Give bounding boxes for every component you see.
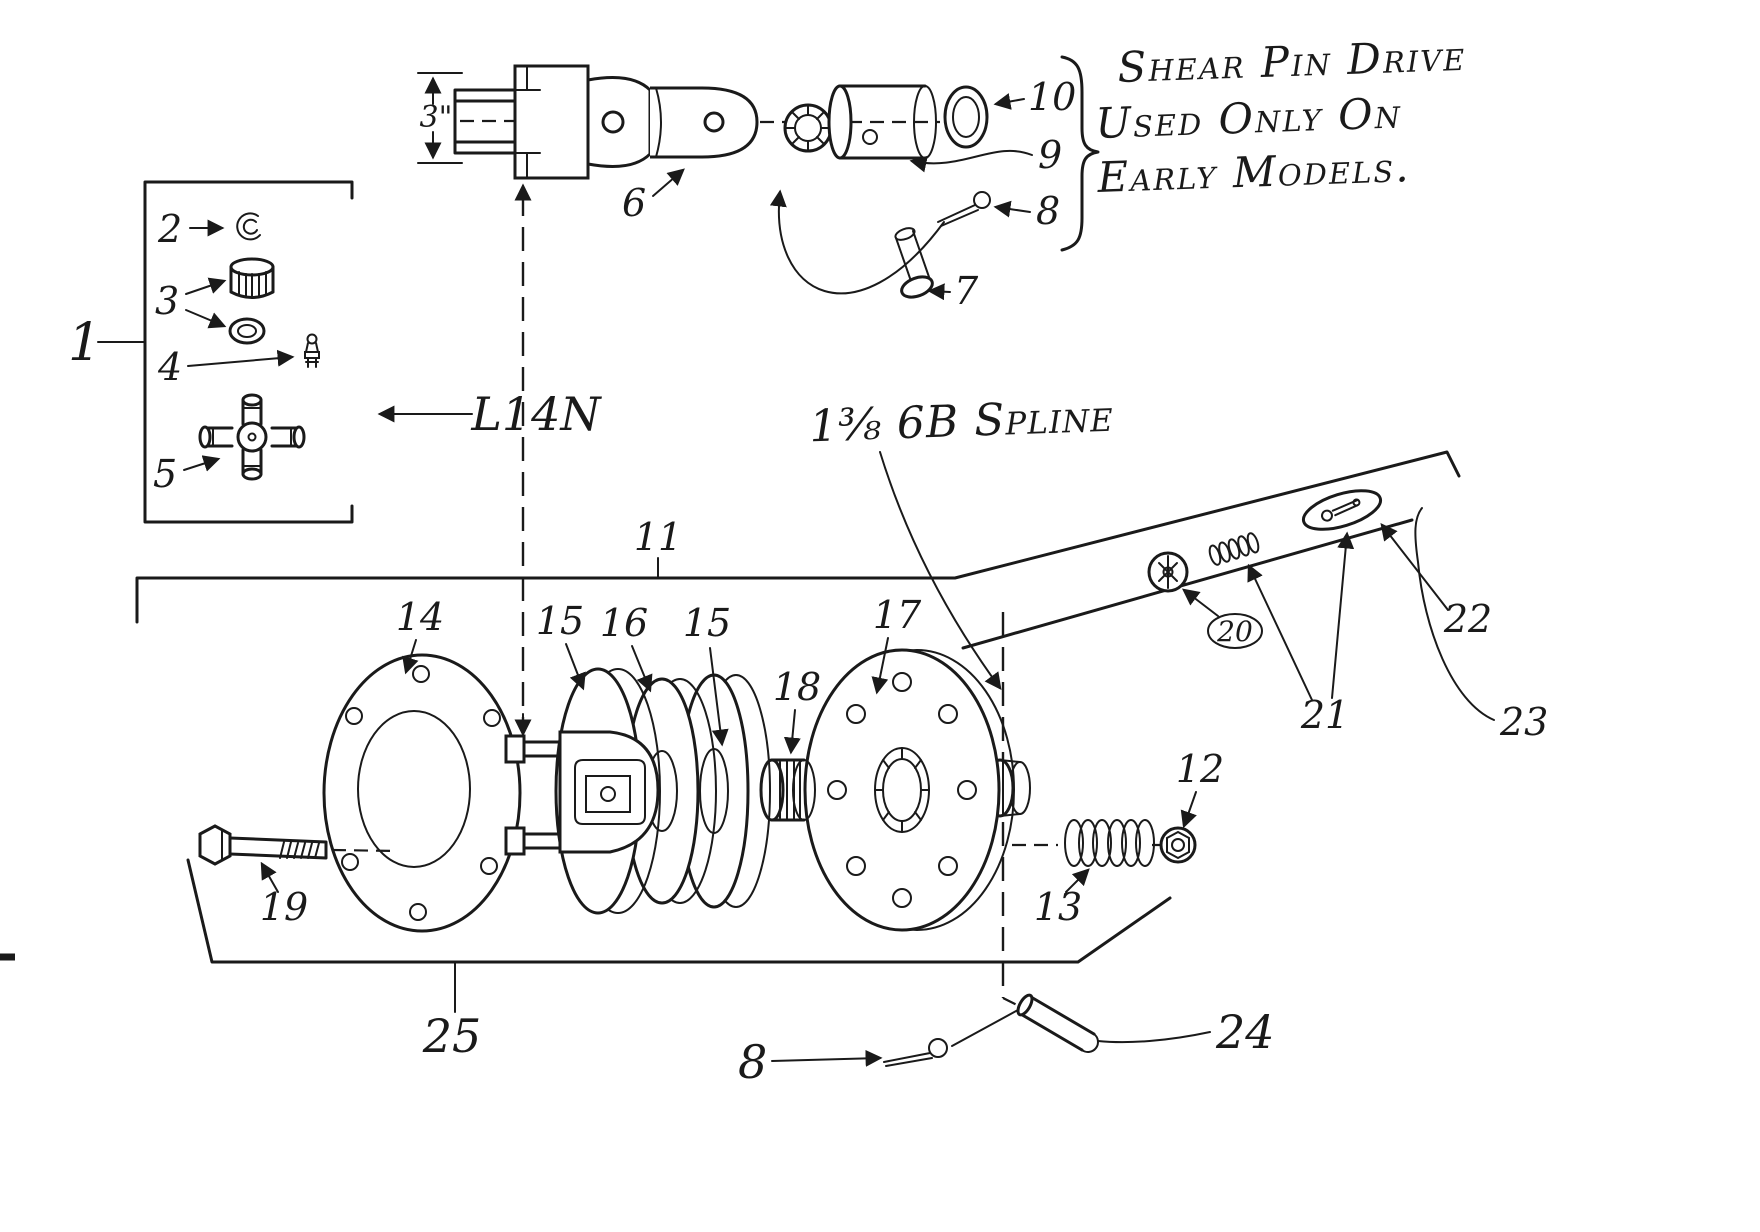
part-label-15-left: 15 <box>536 599 584 643</box>
seal-ring <box>228 317 266 345</box>
part-label-19: 19 <box>260 885 308 929</box>
roll-pin <box>951 993 1099 1053</box>
part-4-callout: 4 <box>157 345 295 389</box>
part-23-callout: 23 <box>1414 507 1548 744</box>
part-2-callout: 2 <box>157 207 225 251</box>
splined-bushing <box>759 758 816 822</box>
part-3-callout: 3 <box>155 277 227 329</box>
part-18-callout: 18 <box>773 665 821 755</box>
bearing-cap <box>229 257 275 299</box>
cross-journal <box>198 393 306 481</box>
part-label-9: 9 <box>1038 133 1062 177</box>
note-line-3: Early Models. <box>1096 142 1412 202</box>
part-label-10: 10 <box>1028 75 1076 119</box>
part-label-23: 23 <box>1499 700 1548 744</box>
model-code-label: L14N <box>470 387 602 441</box>
part-label-21: 21 <box>1300 693 1349 737</box>
part-label-11: 11 <box>634 515 682 559</box>
part-label-18: 18 <box>773 665 821 709</box>
shear-pin-group-brace <box>1060 55 1100 252</box>
part-label-17: 17 <box>873 593 922 637</box>
part-19-callout: 19 <box>260 861 308 929</box>
ujoint-kit-box: 1 <box>68 180 354 524</box>
shear-pin-note: Shear Pin Drive Used Only On Early Model… <box>1095 31 1467 202</box>
part-22-callout: 22 <box>1380 522 1492 641</box>
spline-bore-leader <box>769 189 945 295</box>
part-label-1: 1 <box>68 313 101 373</box>
part-label-13: 13 <box>1034 885 1082 929</box>
part-label-20: 20 <box>1216 615 1253 648</box>
lock-nut <box>1147 551 1189 593</box>
part-21-callout: 21 <box>1247 531 1355 737</box>
model-code-callout: L14N <box>377 183 602 737</box>
hex-bolt <box>198 824 399 866</box>
assembly-bracket: 11 <box>135 450 1461 998</box>
part-8-bottom-callout: 8 <box>738 1035 883 1089</box>
part-16-callout: 16 <box>600 601 653 693</box>
cotter-pin-bottom <box>883 1038 948 1067</box>
part-label-7: 7 <box>954 269 979 313</box>
shear-pin-coupler <box>827 84 937 160</box>
part-14-callout: 14 <box>396 595 444 675</box>
bottom-bracket: 25 <box>186 858 1172 1063</box>
part-15-right-callout: 15 <box>683 601 731 747</box>
part-label-4: 4 <box>157 345 182 389</box>
spline-spec-label: 1⅜ 6B Spline <box>808 391 1114 453</box>
small-spring <box>1208 532 1260 566</box>
clutch-spring <box>1012 819 1164 867</box>
clutch-yoke-hub <box>504 730 660 856</box>
part-17-callout: 17 <box>871 593 922 695</box>
part-label-14: 14 <box>396 595 444 639</box>
part-12-callout: 12 <box>1176 747 1224 829</box>
snap-ring <box>236 212 261 241</box>
part-8-top-callout: 8 <box>993 189 1060 233</box>
part-label-8-bottom: 8 <box>738 1035 767 1089</box>
part-label-25: 25 <box>422 1009 482 1063</box>
flange-nut <box>1159 826 1197 864</box>
part-13-callout: 13 <box>1034 868 1090 929</box>
cotter-pin-top <box>937 191 991 227</box>
part-label-12: 12 <box>1176 747 1224 791</box>
part-5-callout: 5 <box>153 452 221 496</box>
spline-spec-callout: 1⅜ 6B Spline <box>808 391 1115 691</box>
clutch-flange-disc <box>322 653 522 933</box>
part-label-5: 5 <box>153 452 177 496</box>
part-6-callout: 6 <box>622 168 685 225</box>
clip-and-pin-capsule <box>1301 489 1383 531</box>
part-label-8-top: 8 <box>1036 189 1060 233</box>
shear-pin <box>894 227 934 299</box>
clutch-backplate-disc <box>803 648 1015 932</box>
part-label-22: 22 <box>1443 597 1492 641</box>
retaining-ring <box>943 85 989 149</box>
telescoping-shaft-yoke: 3" <box>417 64 759 180</box>
part-label-2: 2 <box>157 207 182 251</box>
part-label-3: 3 <box>155 279 179 323</box>
note-line-1: Shear Pin Drive <box>1117 31 1467 92</box>
part-label-6: 6 <box>622 181 646 225</box>
part-20-callout: 20 <box>1181 588 1263 649</box>
grease-fitting <box>304 333 320 368</box>
part-9-callout: 9 <box>909 133 1062 177</box>
part-7-callout: 7 <box>927 269 979 313</box>
part-label-24: 24 <box>1215 1005 1275 1059</box>
part-label-16: 16 <box>600 601 648 645</box>
note-line-2: Used Only On <box>1095 88 1403 148</box>
part-label-15-right: 15 <box>683 601 731 645</box>
part-15-left-callout: 15 <box>536 599 586 691</box>
part-24-callout: 24 <box>1097 1005 1275 1059</box>
dimension-label: 3" <box>420 100 453 135</box>
part-10-callout: 10 <box>993 75 1076 119</box>
